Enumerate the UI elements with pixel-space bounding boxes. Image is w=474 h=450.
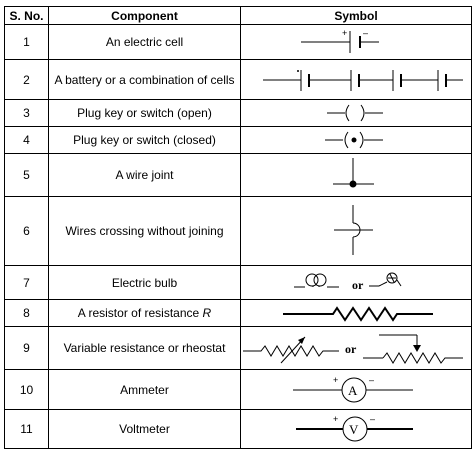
electric-bulb-symbol: or — [294, 272, 402, 292]
symbol-cell — [240, 126, 472, 154]
header-symbol: Symbol — [240, 6, 472, 25]
crossing-wires-symbol — [334, 205, 373, 255]
electric-cell-symbol: + – — [301, 28, 379, 53]
component-name: Variable resistance or rheostat — [48, 326, 241, 370]
minus-sign: – — [363, 28, 368, 38]
table-row: 8 A resistor of resistance R — [4, 299, 472, 327]
open-key-symbol — [327, 104, 383, 122]
component-name: A wire joint — [48, 153, 241, 197]
row-number: 11 — [4, 409, 49, 449]
table-row: 5 A wire joint — [4, 153, 472, 197]
table-row: 3 Plug key or switch (open) — [4, 99, 472, 127]
row-number: 6 — [4, 196, 49, 266]
plus-sign: + — [333, 414, 338, 424]
ammeter-symbol: A + – — [293, 375, 413, 403]
header-sno: S. No. — [4, 6, 49, 25]
symbol-cell — [240, 59, 472, 100]
table-row: 1 An electric cell + – — [4, 24, 472, 60]
table-row: 2 A battery or a combination of cells — [4, 59, 472, 100]
table-row: 11 Voltmeter V + – — [4, 409, 472, 449]
resistor-symbol — [283, 306, 433, 322]
component-name: Ammeter — [48, 369, 241, 410]
symbol-cell: A + – — [240, 369, 472, 410]
or-text: or — [345, 342, 357, 356]
ammeter-letter: A — [348, 383, 358, 398]
symbol-cell: or — [240, 326, 472, 370]
row-number: 7 — [4, 265, 49, 300]
row-number: 8 — [4, 299, 49, 327]
row-number: 10 — [4, 369, 49, 410]
row-number: 9 — [4, 326, 49, 370]
table-row: 9 Variable resistance or rheostat or — [4, 326, 472, 370]
symbol-cell — [240, 299, 472, 327]
header-row: S. No. Component Symbol — [4, 6, 472, 25]
closed-key-symbol — [325, 131, 383, 149]
symbol-cell — [240, 153, 472, 197]
rheostat-symbol: or — [243, 334, 463, 364]
component-name: Wires crossing without joining — [48, 196, 241, 266]
row-number: 2 — [4, 59, 49, 100]
component-name: Plug key or switch (closed) — [48, 126, 241, 154]
voltmeter-letter: V — [349, 422, 359, 437]
component-name: Plug key or switch (open) — [48, 99, 241, 127]
row-number: 1 — [4, 24, 49, 60]
row-number: 3 — [4, 99, 49, 127]
battery-symbol — [263, 70, 463, 91]
table-row: 4 Plug key or switch (closed) — [4, 126, 472, 154]
plus-sign: + — [342, 28, 347, 38]
symbol-cell: + – — [240, 24, 472, 60]
symbol-cell — [240, 196, 472, 266]
table-row: 10 Ammeter A + – — [4, 369, 472, 410]
symbol-cell: or — [240, 265, 472, 300]
wire-joint-symbol — [333, 158, 374, 188]
or-text: or — [352, 278, 364, 292]
header-component: Component — [48, 6, 241, 25]
resistance-variable: R — [202, 306, 212, 320]
row-number: 5 — [4, 153, 49, 197]
minus-sign: – — [370, 414, 375, 424]
component-name: Voltmeter — [48, 409, 241, 449]
plus-sign: + — [333, 375, 338, 385]
component-name: An electric cell — [48, 24, 241, 60]
components-table: S. No. Component Symbol 1 An electric ce… — [4, 6, 472, 449]
voltmeter-symbol: V + – — [296, 414, 413, 442]
table-row: 7 Electric bulb or — [4, 265, 472, 300]
row-number: 4 — [4, 126, 49, 154]
component-name: A resistor of resistance R — [48, 299, 241, 327]
component-name: Electric bulb — [48, 265, 241, 300]
component-name: A battery or a combination of cells — [48, 59, 241, 100]
minus-sign: – — [369, 375, 374, 385]
symbol-cell: V + – — [240, 409, 472, 449]
symbol-cell — [240, 99, 472, 127]
table-row: 6 Wires crossing without joining — [4, 196, 472, 266]
